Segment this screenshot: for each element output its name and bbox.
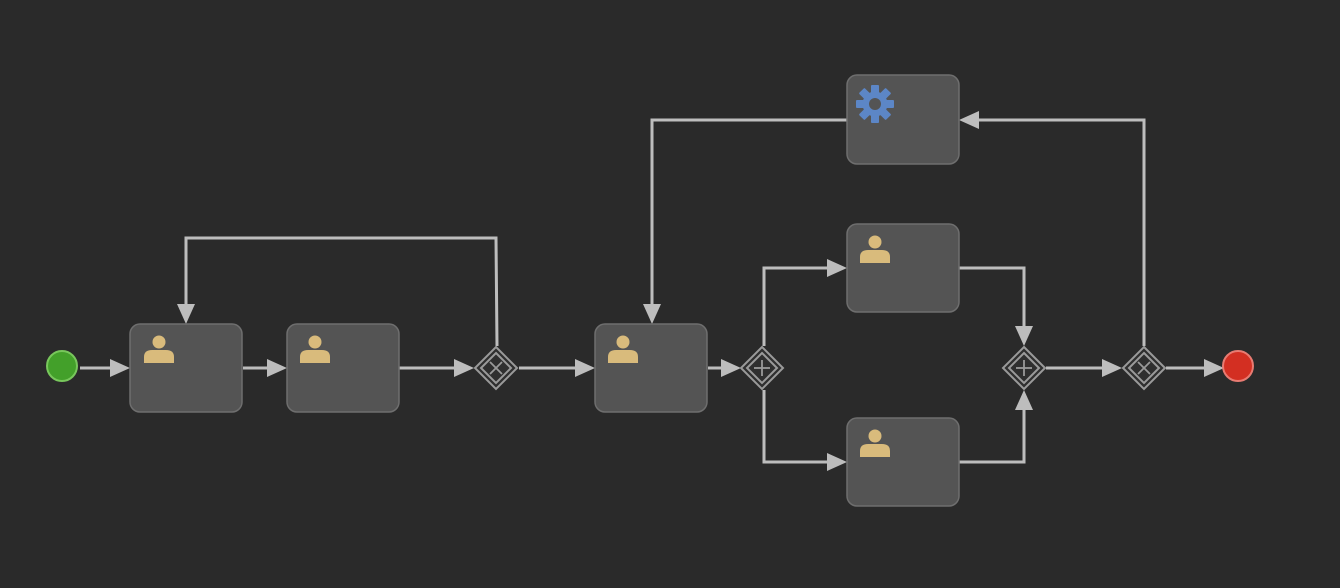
flow-gateway-4-to-end[interactable] [1166,359,1224,377]
gateway-inner-diamond [1007,351,1041,385]
flow-gateway-3-to-gateway-4[interactable] [1046,359,1122,377]
flow-task-2-to-gateway-1[interactable] [399,359,474,377]
exclusive-gateway-2[interactable] [1121,345,1167,391]
flow-service-task-to-task-3[interactable] [643,118,847,324]
plus-icon [754,360,770,376]
flow-task-5-to-gateway-3[interactable] [959,390,1033,464]
service-task[interactable] [846,74,960,165]
flow-task-3-to-gateway-2[interactable] [708,359,741,377]
flow-gateway-1-loop-to-task-1[interactable] [177,236,499,347]
user-task-5[interactable] [846,417,960,507]
flow-task-4-to-gateway-3[interactable] [959,266,1033,346]
user-task-1[interactable] [129,323,243,413]
user-task-4[interactable] [846,223,960,313]
flow-gateway-2-to-task-4[interactable] [762,259,847,346]
flow-gateway-4-to-service-task[interactable] [959,111,1146,346]
gateway-inner-diamond [1127,351,1161,385]
gear-icon [856,85,894,123]
plus-icon [1016,360,1032,376]
gateway-inner-diamond [479,351,513,385]
start-event[interactable] [46,350,78,382]
flow-gateway-1-to-task-3[interactable] [519,359,595,377]
user-task-3[interactable] [594,323,708,413]
flow-start-to-task-1[interactable] [80,359,130,377]
parallel-gateway-split[interactable] [739,345,785,391]
x-icon [1137,361,1151,375]
flow-gateway-2-to-task-5[interactable] [762,390,847,471]
flow-task-1-to-task-2[interactable] [243,359,287,377]
x-icon [489,361,503,375]
gateway-inner-diamond [745,351,779,385]
parallel-gateway-join[interactable] [1001,345,1047,391]
end-circle-icon [1222,350,1254,382]
start-circle-icon [46,350,78,382]
user-task-2[interactable] [286,323,400,413]
exclusive-gateway-1[interactable] [473,345,519,391]
end-event[interactable] [1222,350,1254,382]
sequence-flows [80,111,1224,471]
